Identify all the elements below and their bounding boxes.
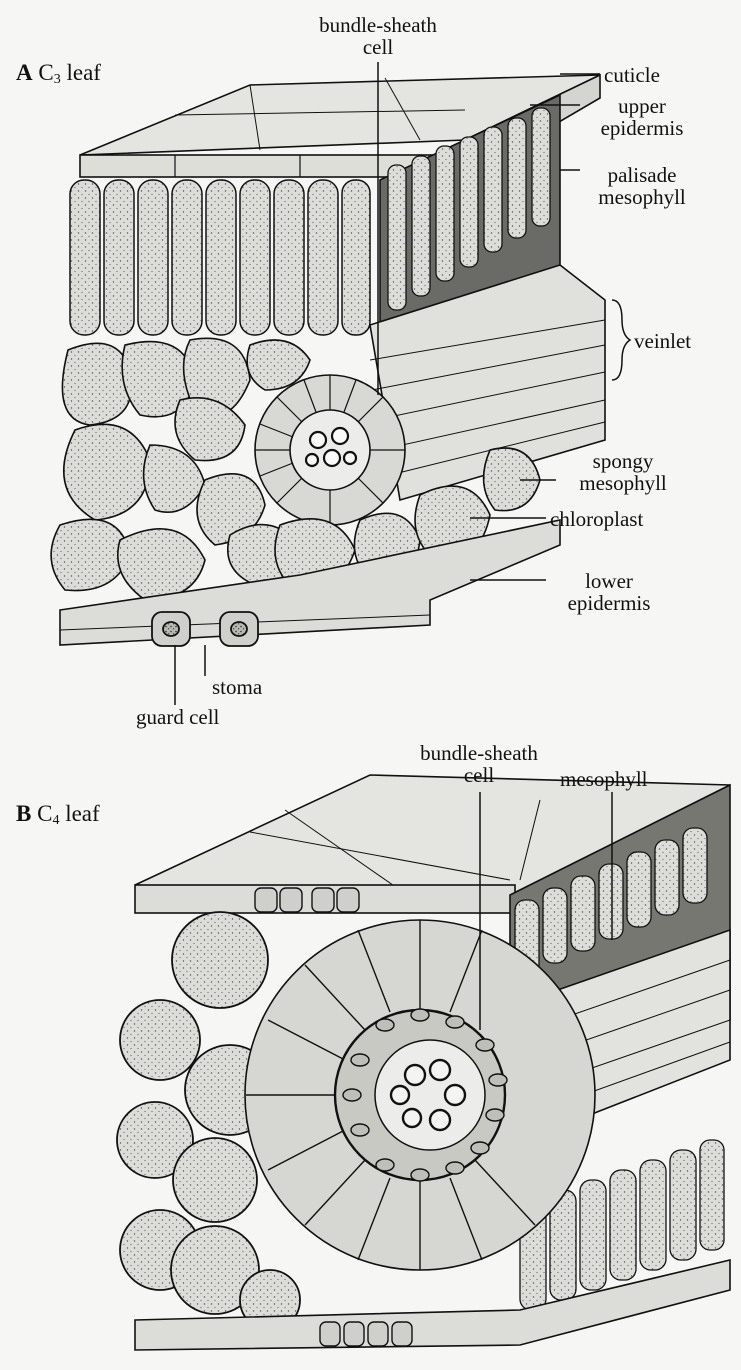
label-upper-epidermis: upper epidermis	[582, 95, 702, 139]
c4-leaf-block	[117, 775, 730, 1350]
panel-b-title: B C4 leaf	[16, 801, 100, 829]
kranz-bundle-b	[245, 920, 595, 1270]
label-bundle-sheath-cell-b: bundle-sheath cell	[393, 742, 565, 786]
bundle-cross-section-a	[255, 375, 405, 525]
label-palisade-mesophyll: palisade mesophyll	[582, 164, 702, 208]
panel-a-title: A C3 leaf	[16, 60, 101, 88]
label-guard-cell: guard cell	[136, 706, 219, 728]
panel-a-letter: A	[16, 60, 33, 85]
c3-leaf-block	[51, 75, 605, 646]
label-stoma: stoma	[212, 676, 262, 698]
label-spongy-mesophyll: spongy mesophyll	[558, 450, 688, 494]
label-chloroplast: chloroplast	[550, 508, 643, 530]
panel-b-letter: B	[16, 801, 31, 826]
palisade-cells-a	[70, 180, 370, 335]
label-mesophyll-b: mesophyll	[560, 768, 648, 790]
label-bundle-sheath-cell-a: bundle-sheath cell	[292, 14, 464, 58]
label-veinlet: veinlet	[634, 330, 691, 352]
label-cuticle: cuticle	[604, 64, 660, 86]
label-lower-epidermis: lower epidermis	[550, 570, 668, 614]
